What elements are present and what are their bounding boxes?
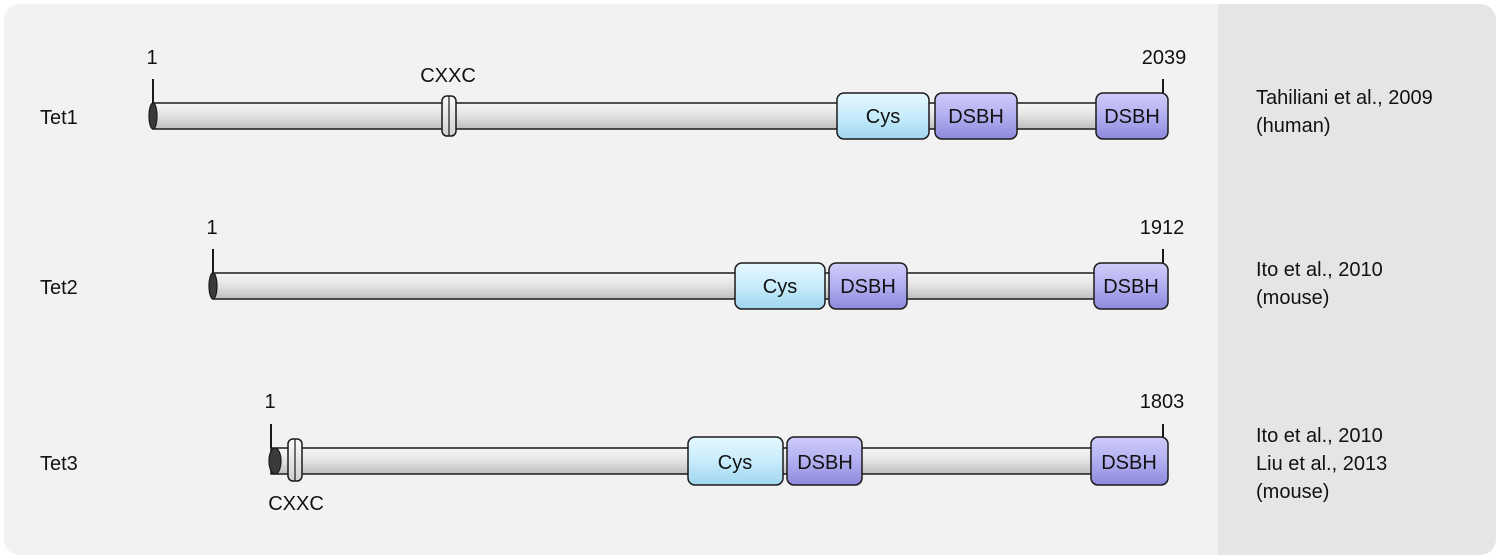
protein-backbone	[212, 272, 1166, 300]
dsbh-domain-2	[1093, 262, 1169, 310]
protein-name: Tet1	[40, 107, 78, 129]
cys-domain	[687, 436, 784, 486]
dsbh-domain-1	[828, 262, 908, 310]
end-residue-label: 2039	[1142, 47, 1187, 69]
start-residue-label: 1	[146, 47, 157, 69]
reference-panel	[1218, 4, 1496, 555]
dsbh-domain-1-label: DSBH	[840, 276, 896, 298]
protein-row-tet3: Tet3 1 1803 CXXC Cys DSBH DSBH Ito et al…	[40, 391, 1387, 515]
end-residue-label: 1912	[1140, 217, 1185, 239]
cxxc-label: CXXC	[420, 65, 476, 87]
cys-domain-label: Cys	[866, 106, 900, 128]
reference-line: (human)	[1256, 115, 1330, 137]
start-residue-label: 1	[264, 391, 275, 413]
cys-domain-label: Cys	[763, 276, 797, 298]
dsbh-domain-1	[786, 436, 863, 486]
reference-line: (mouse)	[1256, 287, 1329, 309]
protein-name: Tet2	[40, 277, 78, 299]
dsbh-domain-2-label: DSBH	[1103, 276, 1159, 298]
protein-name: Tet3	[40, 453, 78, 475]
cxxc-label: CXXC	[268, 493, 324, 515]
dsbh-domain-1-label: DSBH	[948, 106, 1004, 128]
backbone-end-cap	[208, 272, 218, 300]
end-residue-label: 1803	[1140, 391, 1185, 413]
reference-line: Liu et al., 2013	[1256, 453, 1387, 475]
dsbh-domain-1-label: DSBH	[797, 452, 853, 474]
dsbh-domain-2-label: DSBH	[1104, 106, 1160, 128]
protein-row-tet1: Tet1 1 2039 CXXC Cys DSBH DSBH Tahiliani…	[40, 47, 1433, 140]
reference-line: (mouse)	[1256, 481, 1329, 503]
reference-line: Ito et al., 2010	[1256, 425, 1383, 447]
dsbh-domain-2	[1095, 92, 1169, 140]
cys-domain-label: Cys	[718, 452, 752, 474]
dsbh-domain-1	[934, 92, 1018, 140]
dsbh-domain-2-label: DSBH	[1101, 452, 1157, 474]
reference-line: Tahiliani et al., 2009	[1256, 87, 1433, 109]
protein-row-tet2: Tet2 1 1912 Cys DSBH DSBH Ito et al., 20…	[40, 217, 1383, 310]
backbone-end-cap	[268, 447, 282, 475]
dsbh-domain-2	[1090, 436, 1169, 486]
start-residue-label: 1	[206, 217, 217, 239]
cys-domain	[734, 262, 826, 310]
reference-line: Ito et al., 2010	[1256, 259, 1383, 281]
backbone-end-cap	[148, 102, 158, 130]
cys-domain	[836, 92, 930, 140]
